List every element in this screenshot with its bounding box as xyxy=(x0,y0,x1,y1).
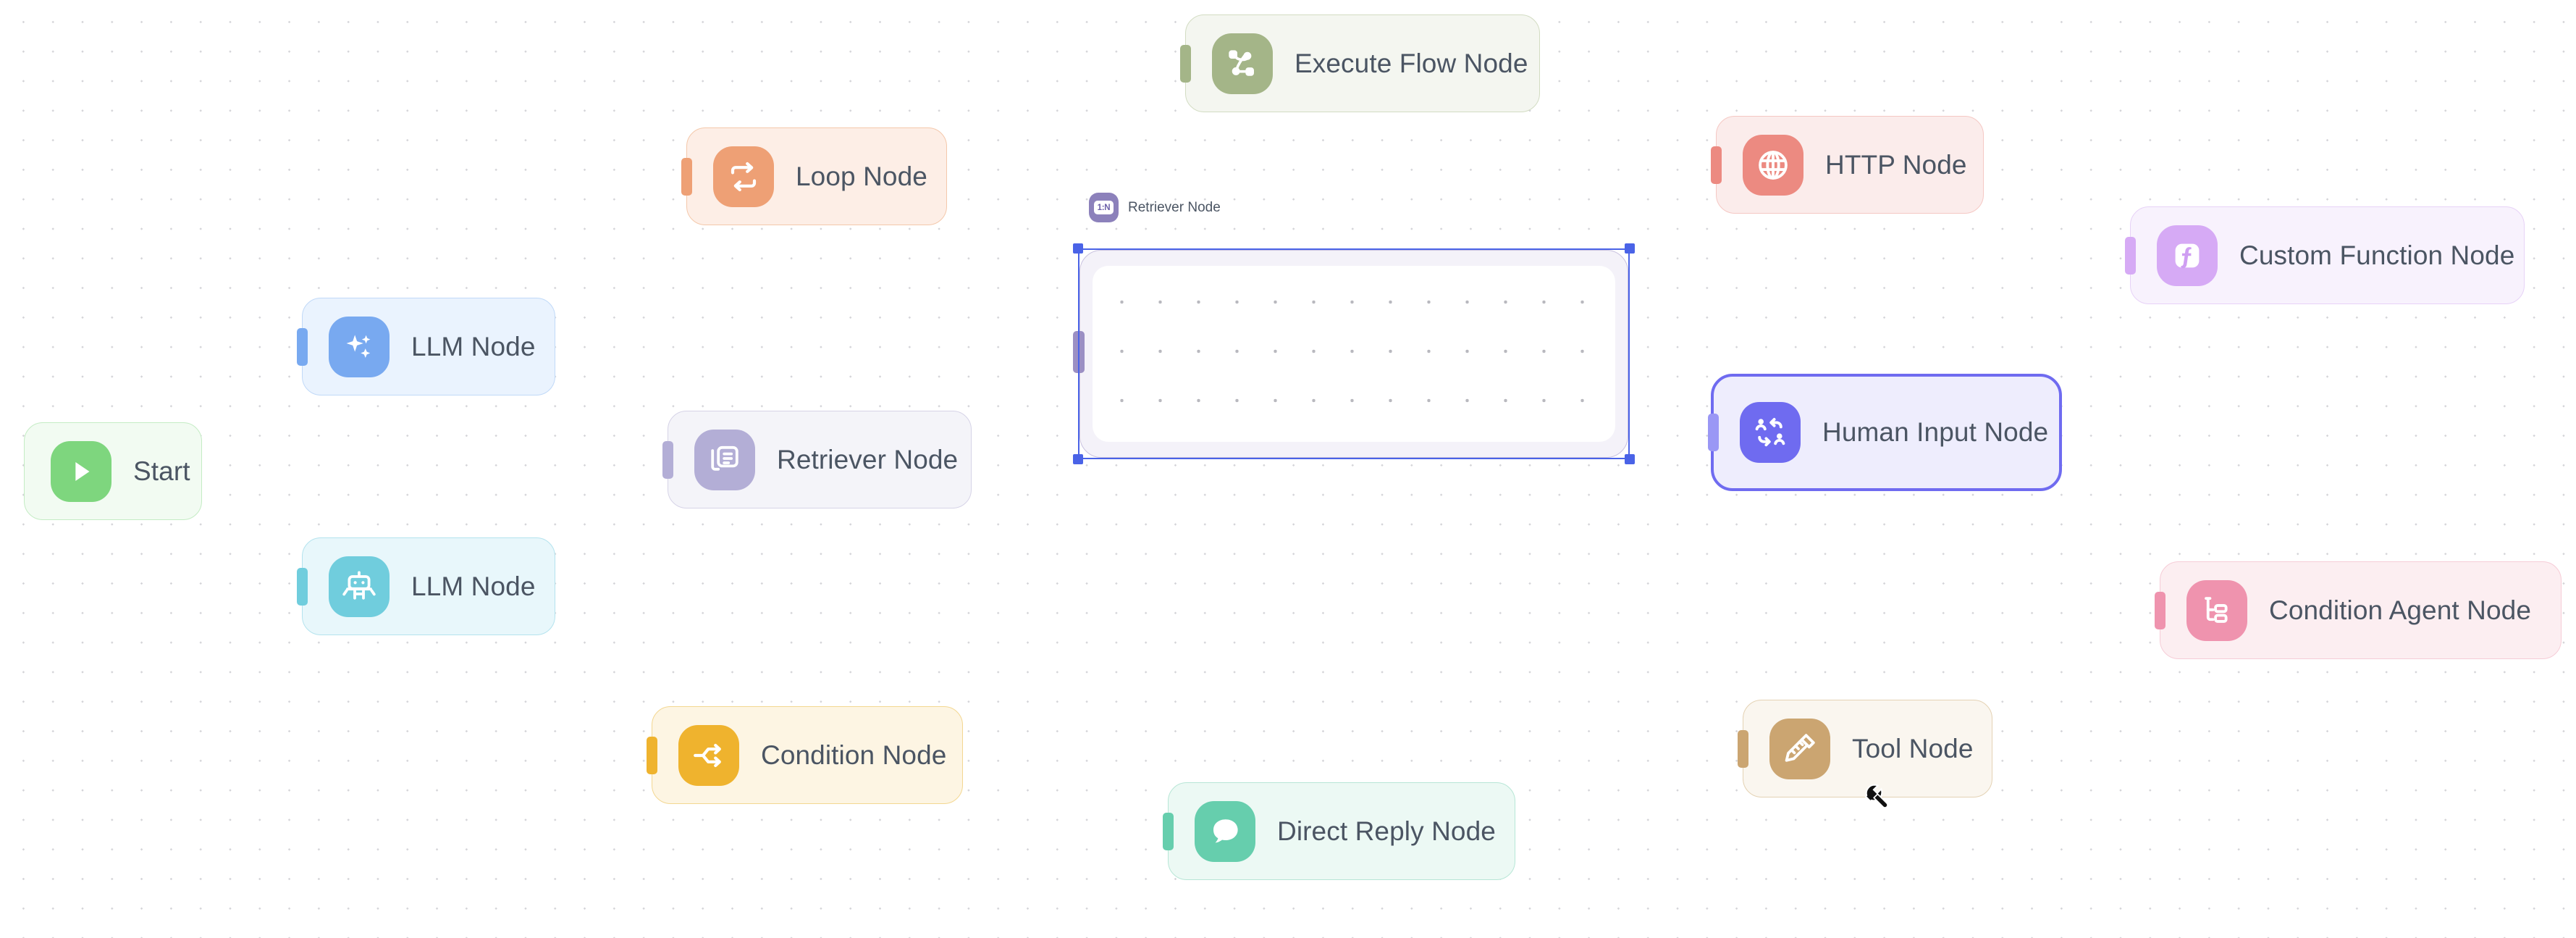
node-retriever-node[interactable]: Retriever Node xyxy=(662,411,972,508)
resize-handle-top-right[interactable] xyxy=(1625,243,1635,254)
node-label: Tool Node xyxy=(1852,733,1974,763)
node-input-port[interactable] xyxy=(1711,146,1722,184)
node-label: LLM Node xyxy=(411,331,536,361)
node-label: Condition Node xyxy=(761,740,947,770)
node-input-port[interactable] xyxy=(1180,44,1191,83)
node-input-port[interactable] xyxy=(1708,414,1719,451)
node-input-port[interactable] xyxy=(2125,236,2136,275)
group-inner-panel[interactable] xyxy=(1093,266,1615,442)
robot-icon xyxy=(329,556,390,617)
retriever-node-group[interactable] xyxy=(1073,243,1635,464)
node-label: Condition Agent Node xyxy=(2269,595,2531,625)
node-input-port[interactable] xyxy=(1163,812,1174,850)
node-start[interactable]: Start xyxy=(24,422,202,520)
one-to-many-icon: 1:N xyxy=(1089,193,1119,222)
node-input-port[interactable] xyxy=(297,327,308,366)
documents-icon xyxy=(694,429,755,490)
node-input-port[interactable] xyxy=(1738,729,1748,768)
node-llm-node-sparkle[interactable]: LLM Node xyxy=(297,298,555,395)
people-exchange-icon xyxy=(1740,402,1801,463)
node-condition-agent-node[interactable]: Condition Agent Node xyxy=(2155,561,2562,659)
workflow-graph-icon xyxy=(1212,33,1273,94)
node-loop-node[interactable]: Loop Node xyxy=(681,127,947,225)
node-label: LLM Node xyxy=(411,571,536,601)
resize-handle-bottom-left[interactable] xyxy=(1073,454,1083,464)
group-label-text: Retriever Node xyxy=(1128,199,1221,215)
resize-handle-bottom-right[interactable] xyxy=(1625,454,1635,464)
node-llm-node-bot[interactable]: LLM Node xyxy=(297,537,555,635)
pencil-ruler-icon xyxy=(1769,718,1830,779)
node-label: Direct Reply Node xyxy=(1277,816,1496,846)
branch-arrows-icon xyxy=(678,724,739,786)
play-icon xyxy=(51,440,111,502)
node-input-port[interactable] xyxy=(647,736,657,774)
resize-handle-top-left[interactable] xyxy=(1073,243,1083,254)
chat-bubble-icon xyxy=(1195,800,1255,862)
loop-arrows-icon xyxy=(713,146,774,207)
sparkles-icon xyxy=(329,316,390,377)
group-badge-text: 1:N xyxy=(1094,201,1114,214)
node-label: Custom Function Node xyxy=(2239,240,2515,270)
node-direct-reply-node[interactable]: Direct Reply Node xyxy=(1163,782,1515,880)
node-label: Execute Flow Node xyxy=(1295,48,1528,78)
tree-hierarchy-icon xyxy=(2186,579,2247,641)
node-label: Human Input Node xyxy=(1822,417,2049,447)
node-label: Loop Node xyxy=(796,161,927,191)
node-human-input-node[interactable]: Human Input Node xyxy=(1708,374,2062,491)
node-http-node[interactable]: HTTP Node xyxy=(1711,116,1984,214)
node-tool-node[interactable]: Tool Node xyxy=(1738,700,1992,797)
group-input-port[interactable] xyxy=(1073,331,1085,373)
node-label: Retriever Node xyxy=(777,444,959,474)
group-label-retriever[interactable]: 1:N Retriever Node xyxy=(1089,193,1221,222)
node-input-port[interactable] xyxy=(297,567,308,606)
node-input-port[interactable] xyxy=(681,157,692,196)
node-input-port[interactable] xyxy=(2155,591,2165,629)
node-execute-flow-node[interactable]: Execute Flow Node xyxy=(1180,14,1540,112)
node-condition-node[interactable]: Condition Node xyxy=(647,706,963,804)
globe-icon xyxy=(1743,134,1803,196)
function-icon xyxy=(2157,225,2218,286)
node-label: HTTP Node xyxy=(1825,149,1967,180)
node-label: Start xyxy=(133,456,190,486)
node-custom-function-node[interactable]: Custom Function Node xyxy=(2125,206,2525,304)
node-input-port[interactable] xyxy=(662,440,673,479)
